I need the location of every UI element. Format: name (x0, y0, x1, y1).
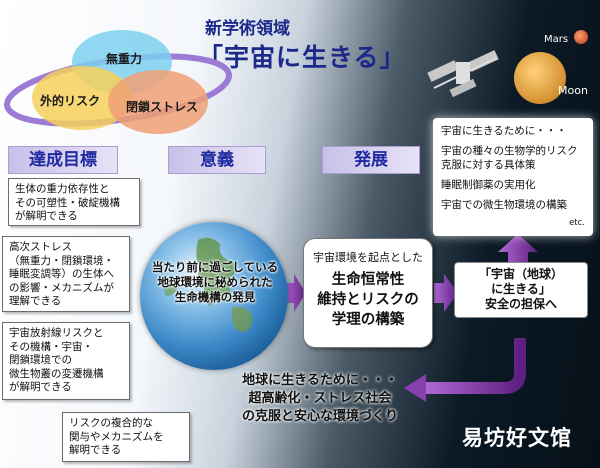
watermark: 易坊好文馆 (462, 426, 572, 450)
arrow-center-to-right (434, 274, 458, 312)
goal-3-line-5: が解明できる (9, 381, 72, 393)
bottom-line-1: 地球に生きるために・・・ (242, 373, 398, 388)
right-etc: etc. (569, 218, 585, 228)
arrow-globe-to-center (284, 274, 306, 312)
right-item-1-line-1: 宇宙に生きるために・・・ (441, 125, 567, 137)
globe-continents-icon (162, 237, 253, 332)
venn-diagram (4, 30, 232, 134)
right-mid-line-2: に生きる」 (491, 282, 551, 296)
goal-4-line-2: 関与やメカニズムを (69, 430, 164, 443)
goal-3-line-1: 宇宙放射線リスクと (9, 327, 104, 339)
venn-circle-right (108, 70, 208, 134)
right-mid-line-1: 「宇宙（地球） (478, 267, 563, 281)
goal-2-line-1: 高次ストレス (9, 241, 72, 253)
goal-box-1: 生体の重力依存性と その可塑性・破綻機構 が解明できる (8, 178, 140, 226)
venn-label-right: 閉鎖ストレス (126, 100, 199, 114)
header-significance: 意義 (168, 146, 266, 174)
center-line-1: 生命恒常性 (331, 272, 405, 288)
goal-4-line-1: リスクの複合的な (69, 417, 153, 429)
globe-caption: 当たり前に過ごしている 地球環境に秘められた 生命機構の発見 (145, 260, 285, 305)
goal-2-line-5: 理解できる (9, 295, 62, 307)
center-main-text: 生命恒常性 維持とリスクの 学理の構築 (304, 270, 432, 330)
mars-icon (574, 30, 588, 44)
mars-label: Mars (544, 34, 569, 45)
right-item-4-line-1: 宇宙での微生物環境の構築 (441, 199, 567, 211)
goal-1-line-2: その可塑性・破綻機構 (15, 196, 120, 209)
right-mid-box: 「宇宙（地球） に生きる」 安全の担保へ (454, 262, 588, 318)
bottom-line-2: 超高齢化・ストレス社会 (248, 391, 392, 406)
right-item-3-line-1: 睡眠制御薬の実用化 (441, 179, 536, 191)
venn-label-left: 外的リスク (40, 94, 101, 108)
center-small-text: 宇宙環境を起点とした (313, 251, 423, 264)
moon-label: Moon (558, 84, 588, 97)
center-line-2: 維持とリスクの (317, 292, 419, 308)
right-mid-line-3: 安全の担保へ (484, 297, 557, 311)
right-item-2: 宇宙の種々の生物学的リスク 克服に対する具体策 (441, 144, 585, 172)
arrow-return (424, 338, 526, 394)
goal-1-line-1: 生体の重力依存性と (15, 183, 110, 195)
venn-circle-left (32, 66, 132, 130)
bottom-caption: 地球に生きるために・・・ 超高齢化・ストレス社会 の克服と安心な環境づくり (205, 372, 435, 426)
bottom-line-3: の克服と安心な環境づくり (241, 409, 398, 424)
goal-2-line-3: 睡眠変調等）の生体へ (9, 268, 114, 280)
right-item-4: 宇宙での微生物環境の構築 (441, 198, 585, 212)
goal-4-line-3: 解明できる (69, 444, 122, 456)
center-box: 宇宙環境を起点とした 生命恒常性 維持とリスクの 学理の構築 (303, 238, 433, 348)
goal-box-3: 宇宙放射線リスクと その機構・宇宙・ 閉鎖環境での 微生物叢の変遷機構 が解明で… (2, 322, 130, 400)
header-goal: 達成目標 (8, 146, 118, 174)
right-top-box: 宇宙に生きるために・・・ 宇宙の種々の生物学的リスク 克服に対する具体策 睡眠制… (433, 118, 593, 236)
right-item-1: 宇宙に生きるために・・・ (441, 124, 585, 138)
arrow-return-head (404, 374, 426, 402)
arrow-up (498, 234, 538, 262)
goal-1-line-3: が解明できる (15, 210, 78, 222)
goal-2-line-4: の影響・メカニズムが (9, 281, 114, 294)
subtitle: 新学術領域 (205, 19, 290, 39)
globe-line-2: 地球環境に秘められた (157, 275, 273, 289)
right-item-3: 睡眠制御薬の実用化 (441, 178, 585, 192)
globe-line-3: 生命機構の発見 (174, 290, 256, 304)
globe-line-1: 当たり前に過ごしている (151, 260, 279, 274)
goal-box-4: リスクの複合的な 関与やメカニズムを 解明できる (62, 412, 190, 462)
earth-globe (140, 222, 288, 370)
moon-icon (514, 52, 566, 104)
goal-3-line-4: 微生物叢の変遷機構 (9, 367, 104, 380)
goal-2-line-2: （無重力・閉鎖環境・ (9, 254, 114, 267)
header-development: 発展 (322, 146, 420, 174)
main-title: 「宇宙に生きる」 (198, 43, 406, 72)
venn-label-top: 無重力 (106, 52, 143, 66)
goal-3-line-3: 閉鎖環境での (9, 354, 72, 366)
right-item-2-line-1: 宇宙の種々の生物学的リスク (441, 145, 578, 157)
center-line-3: 学理の構築 (331, 312, 405, 328)
right-item-2-line-2: 克服に対する具体策 (441, 159, 536, 171)
space-station-icon (427, 50, 499, 98)
goal-3-line-2: その機構・宇宙・ (9, 340, 93, 353)
goal-box-2: 高次ストレス （無重力・閉鎖環境・ 睡眠変調等）の生体へ の影響・メカニズムが … (2, 236, 130, 312)
